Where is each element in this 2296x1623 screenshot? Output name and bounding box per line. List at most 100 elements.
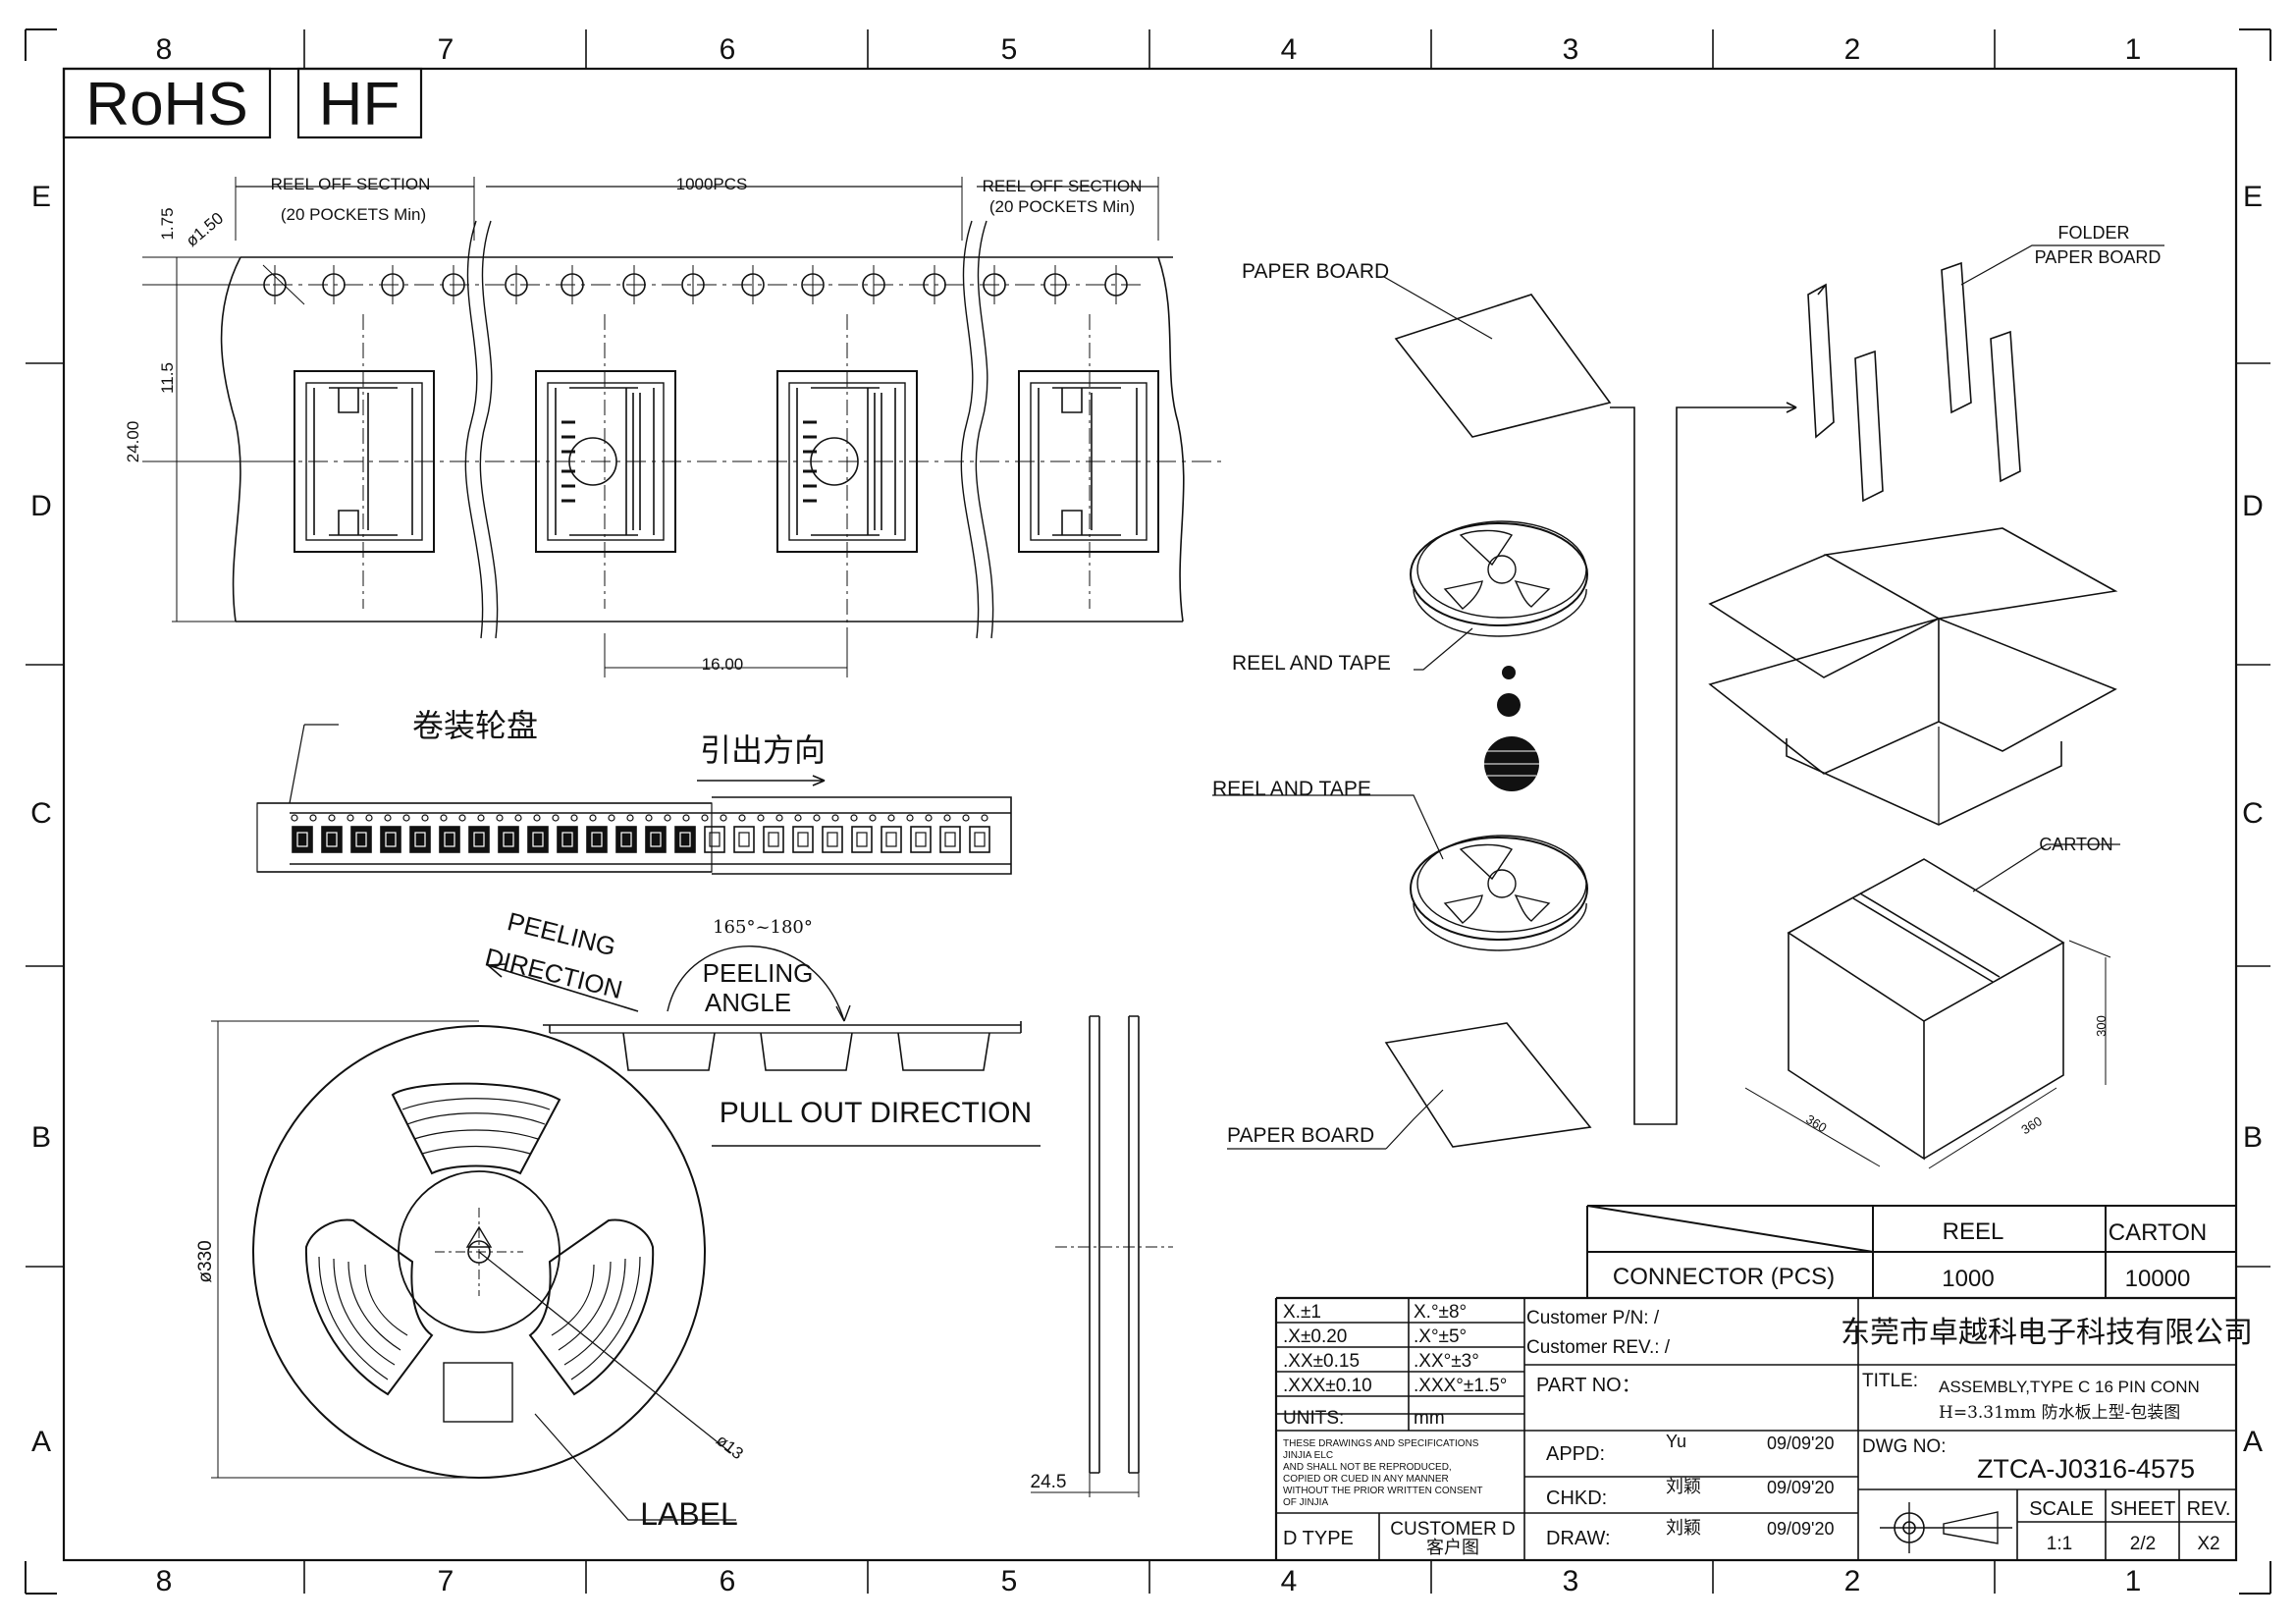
rohs-badge: RoHS xyxy=(85,71,247,138)
reel-strip-sprocket xyxy=(775,814,783,822)
notice-line-4: COPIED OR CUED IN ANY MANNER xyxy=(1283,1474,1449,1485)
tape-pocket-4 xyxy=(1018,370,1159,553)
reel-strip-pocket xyxy=(380,826,401,853)
carton-dim-360a: 360 xyxy=(1803,1111,1829,1135)
dim-330: ø330 xyxy=(195,1240,216,1282)
reel-strip-pocket-part xyxy=(856,832,868,847)
hf-badge: HF xyxy=(319,71,400,138)
reel-strip-sprocket xyxy=(682,814,690,822)
tolerance-angular: .XXX°±1.5° xyxy=(1414,1376,1507,1396)
reel-strip-pocket xyxy=(615,826,637,853)
reel-strip xyxy=(256,724,1012,875)
zone-top-8: 8 xyxy=(156,33,173,66)
dim-pitch: 16.00 xyxy=(702,655,744,674)
peel-labels: PEELING DIRECTION 165°~180° PEELING ANGL… xyxy=(482,906,1032,1129)
row-right-e: E xyxy=(2243,181,2263,213)
scale-value: 1:1 xyxy=(2047,1534,2072,1554)
compliance-badges: RoHS HF xyxy=(62,67,423,139)
sheet-header: SHEET xyxy=(2110,1498,2176,1520)
quantity-table xyxy=(1586,1205,2236,1298)
reel-strip-pocket xyxy=(468,826,490,853)
row-left-a: A xyxy=(31,1426,51,1458)
tape-pocket-2 xyxy=(535,370,676,553)
reel-strip-pocket-part xyxy=(473,832,485,847)
d-type: D TYPE xyxy=(1283,1528,1354,1549)
tolerance-angular: .X°±5° xyxy=(1414,1326,1467,1347)
reel-tape-2-label: REEL AND TAPE xyxy=(1212,778,1371,800)
reel-strip-pocket xyxy=(763,826,784,853)
reel-front-labels: ø330 ø13 LABEL 24.5 xyxy=(195,1240,1066,1532)
reel-strip-sprocket xyxy=(757,814,765,822)
packing-exploded-view xyxy=(1212,244,2164,1169)
reel-off-right-sub: (20 POCKETS Min) xyxy=(989,197,1135,216)
draw-date: 09/09'20 xyxy=(1767,1519,1835,1539)
title-line-1: ASSEMBLY,TYPE C 16 PIN CONN xyxy=(1939,1378,2200,1396)
reel-strip-sprocket xyxy=(570,814,578,822)
reel-front-view xyxy=(211,1015,1173,1521)
reel-strip-pocket xyxy=(498,826,519,853)
appd-date: 09/09'20 xyxy=(1767,1434,1835,1453)
notice-line-5: WITHOUT THE PRIOR WRITTEN CONSENT xyxy=(1283,1486,1483,1496)
qty-carton-value: 10000 xyxy=(2125,1266,2191,1292)
peel-angle-label-2: ANGLE xyxy=(705,988,791,1017)
reel-strip-pocket-part xyxy=(974,832,986,847)
pcs-count-label: 1000PCS xyxy=(676,175,748,193)
part-no-label: PART NO： xyxy=(1536,1375,1641,1396)
reel-strip-sprocket xyxy=(291,814,298,822)
sheet-value: 2/2 xyxy=(2130,1534,2156,1554)
reel-strip-pocket-part xyxy=(355,832,367,847)
reel-strip-labels: 卷装轮盘 引出方向 xyxy=(412,707,826,769)
zone-bottom-5: 5 xyxy=(1001,1565,1018,1597)
reel-strip-sprocket xyxy=(440,814,448,822)
dim-245: 24.5 xyxy=(1031,1472,1067,1492)
zone-top-4: 4 xyxy=(1281,33,1298,66)
chkd-label: CHKD: xyxy=(1546,1488,1607,1509)
reel-strip-pocket xyxy=(321,826,343,853)
carton-label: CARTON xyxy=(2039,835,2112,854)
reel-strip-pocket xyxy=(674,826,696,853)
reel-strip-pocket xyxy=(292,826,313,853)
zone-top-7: 7 xyxy=(438,33,454,66)
zone-bottom-2: 2 xyxy=(1844,1565,1861,1597)
qty-col-reel: REEL xyxy=(1943,1218,2004,1245)
quantity-table-text: REEL CARTON CONNECTOR (PCS) 1000 10000 xyxy=(1613,1218,2207,1292)
reel-strip-sprocket xyxy=(962,814,970,822)
notice-line-1: THESE DRAWINGS AND SPECIFICATIONS xyxy=(1283,1438,1479,1449)
row-left-d: D xyxy=(30,490,52,522)
reel-strip-pocket-part xyxy=(709,832,721,847)
reel-strip-pocket xyxy=(822,826,843,853)
dim-hole: ø1.50 xyxy=(183,209,228,251)
rev-value: X2 xyxy=(2197,1534,2219,1554)
zone-labels: 8 7 6 5 4 3 2 1 8 7 6 5 4 3 2 1 E D C B … xyxy=(30,33,2264,1597)
tolerance-linear: .X±0.20 xyxy=(1283,1326,1347,1347)
reel-strip-sprocket xyxy=(794,814,802,822)
notice-line-3: AND SHALL NOT BE REPRODUCED, xyxy=(1283,1462,1452,1473)
reel-strip-pocket xyxy=(881,826,902,853)
packing-labels: PAPER BOARD REEL AND TAPE REEL AND TAPE … xyxy=(1212,223,2161,1147)
row-left-c: C xyxy=(30,797,52,830)
peel-angle-label-1: PEELING xyxy=(703,958,814,988)
reel-strip-pocket-part xyxy=(885,832,897,847)
reel-strip-pocket-part xyxy=(326,832,338,847)
reel-strip-pocket xyxy=(969,826,990,853)
reel-off-right-title: REEL OFF SECTION xyxy=(983,177,1143,195)
reel-strip-pocket-part xyxy=(561,832,573,847)
carton-dim-300: 300 xyxy=(2094,1015,2109,1037)
zone-bottom-6: 6 xyxy=(720,1565,736,1597)
reel-strip-sprocket xyxy=(458,814,466,822)
dim-115: 11.5 xyxy=(158,362,177,394)
zone-bottom-4: 4 xyxy=(1281,1565,1298,1597)
dim-24: 24.00 xyxy=(124,421,142,463)
customer-pn: Customer P/N: / xyxy=(1526,1308,1660,1328)
customer-rev: Customer REV.: / xyxy=(1526,1337,1671,1358)
title-block xyxy=(1274,1296,2236,1560)
reel-strip-pocket-part xyxy=(591,832,603,847)
company-name: 东莞市卓越科电子科技有限公司 xyxy=(1841,1316,2253,1350)
reel-strip-sprocket xyxy=(365,814,373,822)
reel-strip-pocket-part xyxy=(296,832,308,847)
reel-strip-sprocket xyxy=(925,814,933,822)
reel-strip-pocket-part xyxy=(768,832,779,847)
out-direction-cn-label: 引出方向 xyxy=(700,731,826,769)
reel-strip-sprocket xyxy=(496,814,504,822)
reel-tape-1-label: REEL AND TAPE xyxy=(1232,652,1391,675)
